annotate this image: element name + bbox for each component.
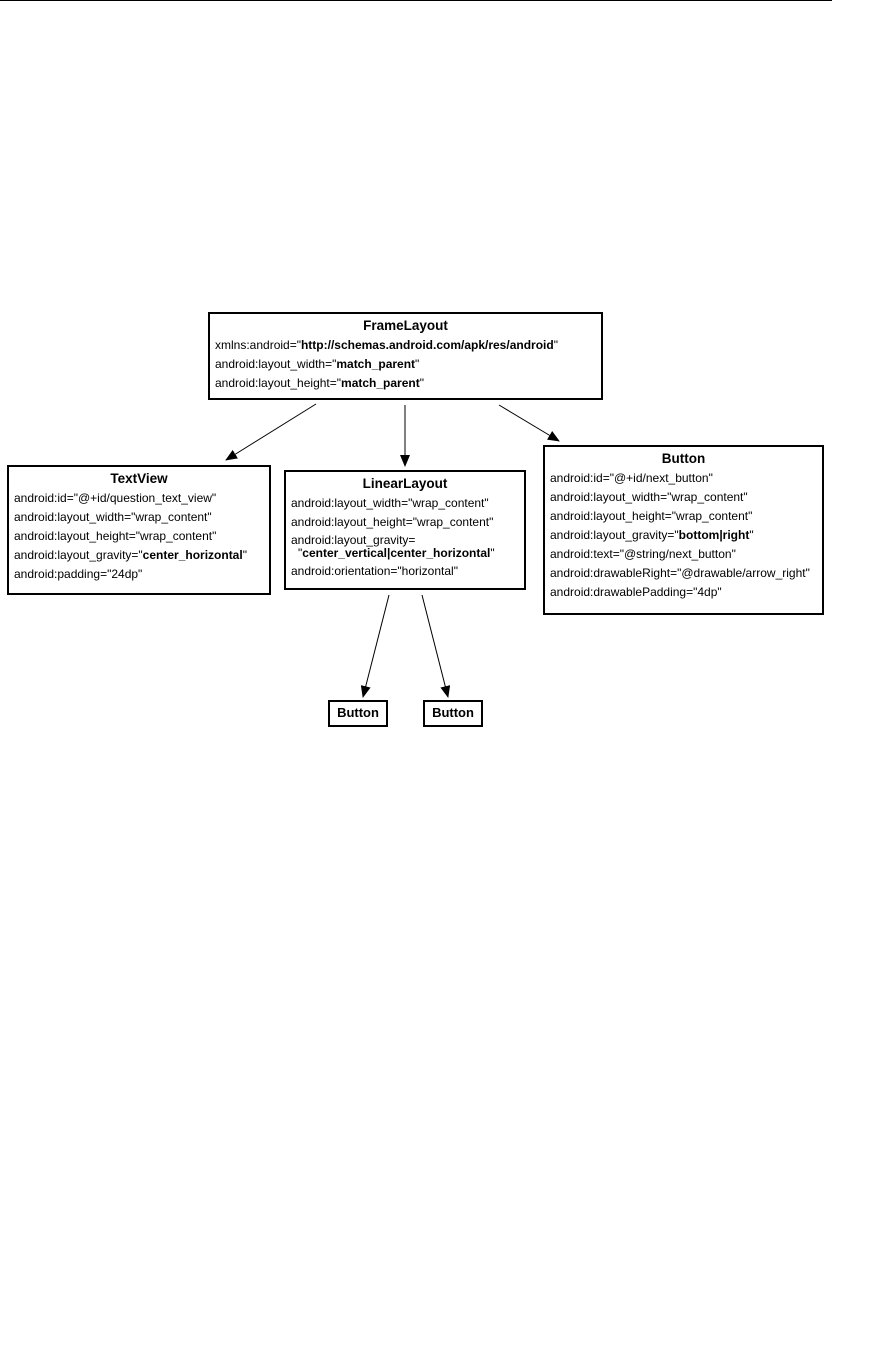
linearlayout-attr-orientation: android:orientation="horizontal" [291, 564, 458, 578]
top-rule [0, 0, 832, 1]
linearlayout-title: LinearLayout [362, 476, 448, 491]
linearlayout-node: LinearLayout android:layout_width="wrap_… [284, 470, 526, 590]
textview-title: TextView [110, 471, 168, 486]
textview-attr-padding: android:padding="24dp" [14, 567, 143, 581]
button-attr-height: android:layout_height="wrap_content" [550, 509, 753, 523]
framelayout-attr-width: android:layout_width="match_parent" [215, 357, 420, 371]
arrow-frame-to-button [498, 404, 560, 442]
arrow-frame-to-textview [225, 403, 317, 461]
button-attr-drawable-padding: android:drawablePadding="4dp" [550, 585, 722, 599]
textview-attr-id: android:id="@+id/question_text_view" [14, 491, 217, 505]
child-button-node-2: Button [423, 700, 483, 727]
textview-node: TextView android:id="@+id/question_text_… [7, 465, 271, 595]
framelayout-attr-height: android:layout_height="match_parent" [215, 376, 424, 390]
framelayout-node: FrameLayout xmlns:android="http://schema… [208, 312, 603, 400]
textview-attr-width: android:layout_width="wrap_content" [14, 510, 212, 524]
child-button-node-1: Button [328, 700, 388, 727]
linearlayout-attr-height: android:layout_height="wrap_content" [291, 515, 494, 529]
button-attr-id: android:id="@+id/next_button" [550, 471, 713, 485]
button-title: Button [661, 451, 706, 466]
button-node: Button android:id="@+id/next_button" and… [543, 445, 824, 615]
framelayout-attr-xmlns: xmlns:android="http://schemas.android.co… [215, 338, 558, 352]
button-attr-width: android:layout_width="wrap_content" [550, 490, 748, 504]
linearlayout-attr-gravity: android:layout_gravity= "center_vertical… [291, 533, 495, 560]
button-attr-gravity: android:layout_gravity="bottom|right" [550, 528, 754, 542]
button-attr-drawable-right: android:drawableRight="@drawable/arrow_r… [550, 566, 810, 580]
button-attr-text: android:text="@string/next_button" [550, 547, 736, 561]
arrow-linearlayout-to-button-2 [421, 594, 451, 698]
framelayout-title: FrameLayout [363, 318, 448, 333]
linearlayout-attr-width: android:layout_width="wrap_content" [291, 496, 489, 510]
arrow-linearlayout-to-button-1 [360, 594, 390, 698]
textview-attr-height: android:layout_height="wrap_content" [14, 529, 217, 543]
textview-attr-gravity: android:layout_gravity="center_horizonta… [14, 548, 247, 562]
